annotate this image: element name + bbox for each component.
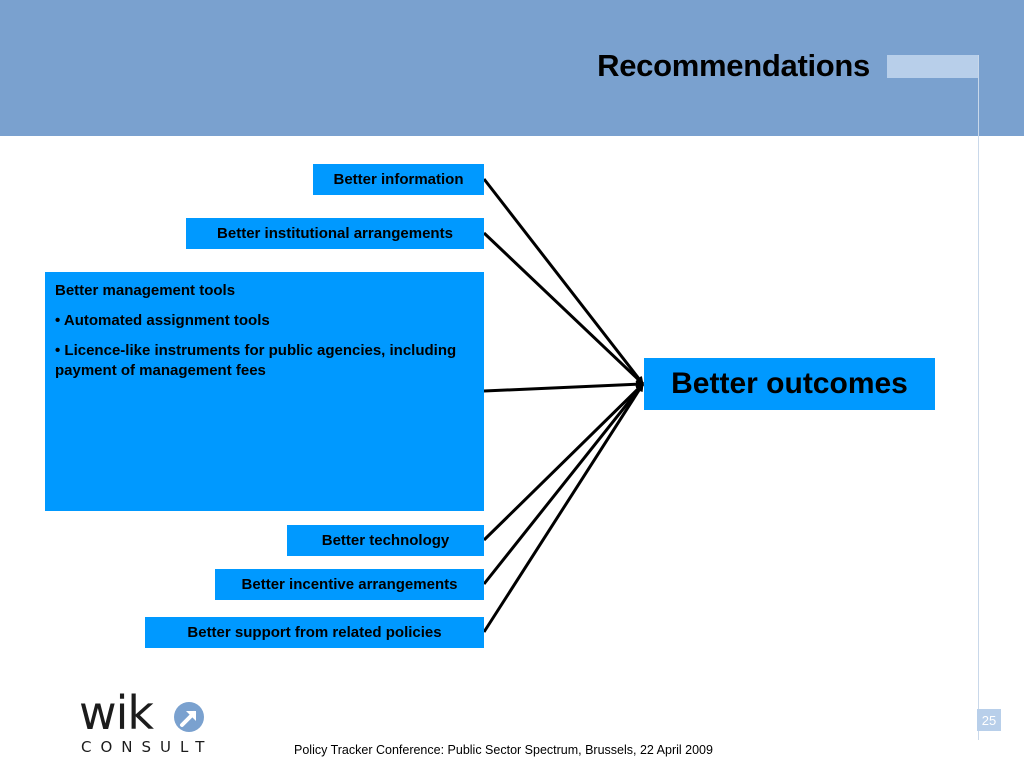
right-divider-line bbox=[978, 55, 979, 740]
box-better-outcomes: Better outcomes bbox=[644, 358, 935, 410]
footer-text: Policy Tracker Conference: Public Sector… bbox=[294, 743, 713, 757]
management-heading: Better management tools bbox=[55, 282, 236, 299]
header-band bbox=[0, 0, 1024, 136]
logo-wordmark: wik bbox=[79, 686, 154, 740]
box-better-institutional-arrangements: Better institutional arrangements bbox=[186, 218, 484, 249]
management-bullet: • Licence-like instruments for public ag… bbox=[55, 342, 457, 379]
logo-subtitle: CONSULT bbox=[81, 738, 214, 756]
box-better-support-from-related-policies: Better support from related policies bbox=[145, 617, 484, 648]
connector-information bbox=[482, 178, 645, 385]
box-label: Better support from related policies bbox=[187, 624, 442, 641]
slide-title: Recommendations bbox=[597, 48, 870, 83]
page-number: 25 bbox=[977, 709, 1001, 731]
connector-technology bbox=[482, 382, 645, 542]
box-better-technology: Better technology bbox=[287, 525, 484, 556]
outcome-label: Better outcomes bbox=[671, 367, 908, 400]
company-logo: wik CONSULT bbox=[79, 688, 219, 758]
title-accent-bar bbox=[887, 55, 978, 78]
box-better-management-tools: Better management tools • Automated assi… bbox=[45, 272, 484, 511]
box-better-incentive-arrangements: Better incentive arrangements bbox=[215, 569, 484, 600]
box-better-information: Better information bbox=[313, 164, 484, 195]
connector-institutional bbox=[482, 231, 645, 386]
box-label: Better incentive arrangements bbox=[241, 576, 458, 593]
management-bullet: • Automated assignment tools bbox=[55, 312, 270, 329]
box-label: Better institutional arrangements bbox=[217, 225, 453, 242]
box-label: Better information bbox=[333, 171, 464, 188]
connector-support bbox=[482, 383, 645, 633]
box-label: Better technology bbox=[321, 532, 450, 549]
connector-incentive bbox=[482, 383, 645, 585]
arrow-icon bbox=[174, 702, 204, 732]
connector-management bbox=[483, 380, 644, 393]
